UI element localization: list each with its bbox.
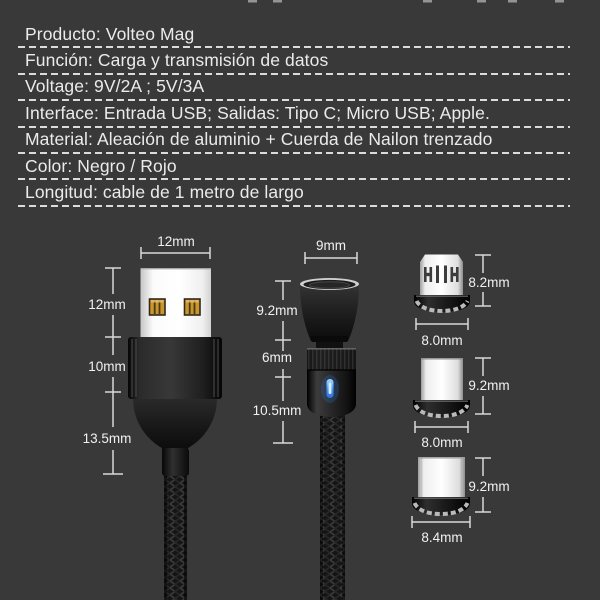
type-c-width-label: 8.0mm xyxy=(421,435,462,450)
type-c-tip xyxy=(413,358,470,419)
usb-a-boot-height-label: 13.5mm xyxy=(83,431,132,446)
swivel-braided-cable xyxy=(320,414,345,600)
led-glow xyxy=(321,375,339,403)
usb-a-height-dimension: 12mm 10mm 13.5mm xyxy=(83,267,132,475)
cropped-text-remnant xyxy=(248,0,564,3)
row-separator xyxy=(18,151,570,154)
usb-a-contact-pad xyxy=(148,298,166,316)
spec-text: Función: Carga y transmisión de datos xyxy=(25,50,329,71)
usb-a-body-height-label: 10mm xyxy=(88,359,126,374)
lightning-tip xyxy=(412,457,470,517)
magnet-base xyxy=(414,295,470,312)
row-separator xyxy=(18,99,570,102)
usb-a-width-label: 12mm xyxy=(157,234,195,249)
magnet-base xyxy=(412,497,470,515)
usb-a-contact-pad xyxy=(183,298,201,316)
spec-row-producto: Producto: Volteo Mag xyxy=(0,22,600,46)
spec-text: Voltage: 9V/2A ; 5V/3A xyxy=(25,76,205,97)
magnet-base xyxy=(413,400,470,417)
usb-a-strain-relief xyxy=(133,398,217,452)
micro-usb-pins xyxy=(424,265,459,283)
micro-usb-width-label: 8.0mm xyxy=(421,333,462,348)
spec-text: Longitud: cable de 1 metro de largo xyxy=(25,182,304,203)
spec-text: Color: Negro / Rojo xyxy=(25,155,177,176)
usb-a-body xyxy=(128,337,222,399)
usb-a-metal-shell xyxy=(140,268,211,337)
swivel-handle xyxy=(307,348,356,417)
usb-a-connector xyxy=(128,268,222,600)
usb-a-braided-cable xyxy=(164,474,187,600)
spec-row-longitud: Longitud: cable de 1 metro de largo xyxy=(0,180,600,204)
swivel-width-dimension: 9mm xyxy=(304,238,358,264)
micro-usb-tip xyxy=(414,254,470,314)
row-separator xyxy=(18,204,570,207)
usb-a-width-dimension: 12mm xyxy=(140,234,211,259)
spec-list: Producto: Volteo Mag Función: Carga y tr… xyxy=(0,22,600,207)
row-separator xyxy=(18,178,570,181)
row-separator xyxy=(18,72,570,75)
spec-row-funcion: Función: Carga y transmisión de datos xyxy=(0,48,600,72)
spec-row-color: Color: Negro / Rojo xyxy=(0,154,600,178)
swivel-cup-height-label: 9.2mm xyxy=(256,303,297,318)
lightning-height-dimension: 9.2mm xyxy=(468,457,510,513)
row-separator xyxy=(18,125,570,128)
micro-usb-height-dimension: 8.2mm xyxy=(468,254,510,307)
swivel-joint-height-label: 6mm xyxy=(262,350,292,365)
spec-text: Interface: Entrada USB; Salidas: Tipo C;… xyxy=(25,102,490,123)
micro-usb-width-dimension: 8.0mm xyxy=(415,318,469,348)
swivel-knurl-band xyxy=(307,348,356,370)
type-c-height-dimension: 9.2mm xyxy=(468,357,510,415)
swivel-cup-rim xyxy=(300,278,359,290)
magnetic-swivel-connector xyxy=(300,278,359,600)
micro-usb-height-label: 8.2mm xyxy=(468,275,509,290)
spec-row-material: Material: Aleación de aluminio + Cuerda … xyxy=(0,128,600,152)
lightning-height-label: 9.2mm xyxy=(468,479,509,494)
type-c-width-dimension: 8.0mm xyxy=(414,421,469,450)
usb-a-neck xyxy=(162,448,189,476)
swivel-width-label: 9mm xyxy=(316,238,346,253)
spec-row-voltage: Voltage: 9V/2A ; 5V/3A xyxy=(0,75,600,99)
usb-a-shell-height-label: 12mm xyxy=(88,297,126,312)
spec-row-interface: Interface: Entrada USB; Salidas: Tipo C;… xyxy=(0,101,600,125)
row-separator xyxy=(18,46,570,49)
swivel-rotation-joint xyxy=(316,342,343,349)
spec-text: Material: Aleación de aluminio + Cuerda … xyxy=(25,129,493,150)
lightning-width-dimension: 8.4mm xyxy=(411,516,471,545)
lightning-width-label: 8.4mm xyxy=(421,530,462,545)
swivel-handle-height-label: 10.5mm xyxy=(253,403,302,418)
swivel-magnet-cup xyxy=(300,285,359,341)
led-indicator xyxy=(326,379,334,398)
type-c-height-label: 9.2mm xyxy=(468,378,509,393)
spec-text: Producto: Volteo Mag xyxy=(25,23,195,44)
swivel-height-dimension: 9.2mm 6mm 10.5mm xyxy=(253,280,302,444)
